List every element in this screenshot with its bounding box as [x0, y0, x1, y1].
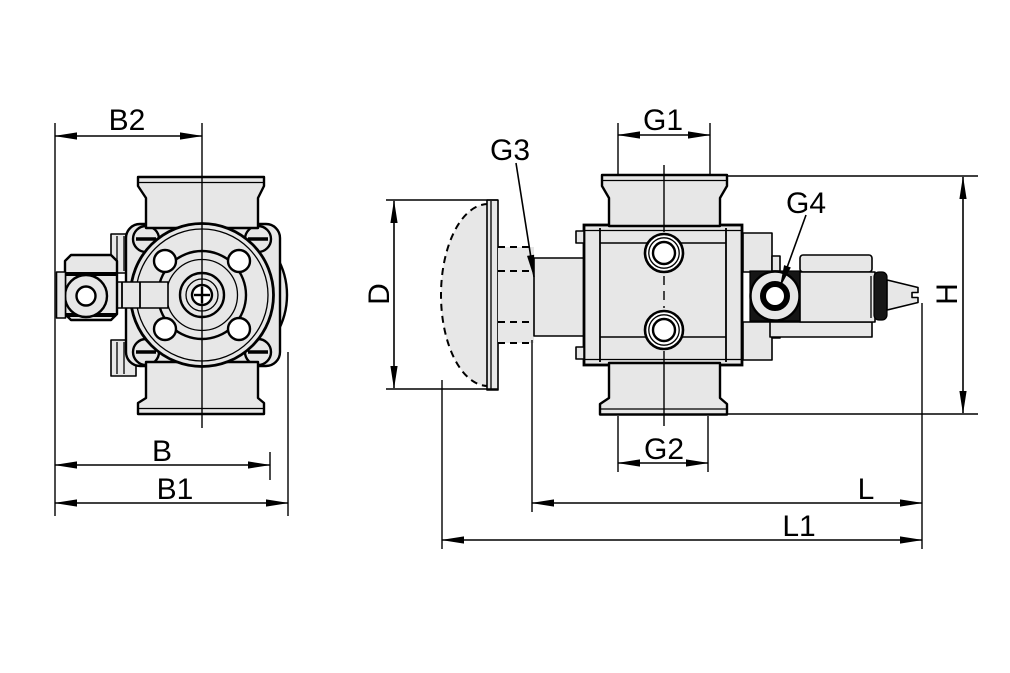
front-view: [55, 123, 289, 428]
neck-adapter: [533, 257, 585, 337]
g4-leader: [779, 214, 807, 288]
side-port-body: [55, 253, 119, 322]
dimensions: [54, 123, 978, 549]
g4-port-hole: [760, 281, 790, 311]
dim-label-b2: B2: [109, 104, 146, 137]
bottom-tab: [742, 321, 773, 361]
side-port-end-cap: [55, 271, 67, 319]
dim-label-g3: G3: [490, 134, 530, 167]
top-tab: [742, 232, 773, 273]
actuator-cap: [799, 254, 873, 273]
dim-label-l: L: [858, 473, 875, 506]
side-view: [440, 165, 919, 426]
threaded-neck: [498, 246, 534, 344]
dim-label-d: D: [363, 283, 396, 305]
dim-label-g2: G2: [644, 433, 684, 466]
bolt-holes: [152, 248, 252, 342]
actuator-block: [799, 271, 876, 323]
dome-fill: [441, 204, 488, 386]
g3-leader: [515, 162, 535, 278]
dome-plate: [486, 199, 499, 391]
dim-label-g1: G1: [643, 104, 683, 137]
dome-outline: [440, 203, 489, 387]
side-port-arm: [111, 281, 169, 309]
spindle-cone: [886, 279, 919, 311]
bottom-ferrule-front: [136, 360, 266, 416]
body-ports: [643, 232, 685, 351]
dim-label-b1: B1: [157, 473, 194, 506]
dim-label-b: B: [152, 435, 172, 468]
dim-label-g4: G4: [786, 187, 826, 220]
top-ferrule-front: [136, 175, 266, 230]
dimension-labels: B2 B B1 G1 G2 G3 G4 D H L L1: [109, 104, 964, 543]
dim-label-h: H: [931, 283, 964, 305]
actuator-assembly: [742, 232, 919, 361]
o-ring: [873, 271, 888, 321]
dim-label-l1: L1: [782, 510, 815, 543]
